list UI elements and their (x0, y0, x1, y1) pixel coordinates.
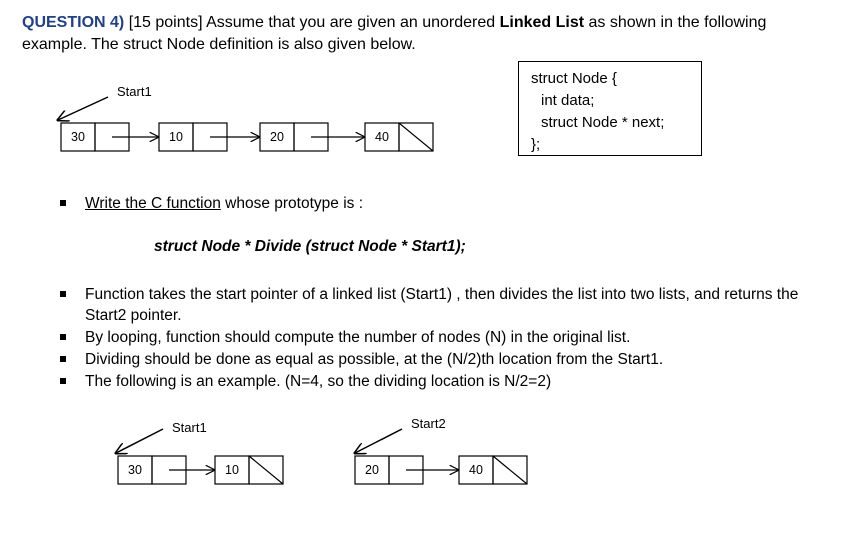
node-value: 10 (225, 463, 239, 477)
start2-pointer-arrow (355, 428, 403, 453)
question-points-text: [15 points] Assume that you are given an… (128, 14, 496, 31)
start1-pointer-arrow (58, 96, 109, 120)
node-value: 30 (128, 463, 142, 477)
struct-line-1: struct Node { (531, 70, 617, 87)
write-function-rest: whose prototype is : (220, 195, 364, 212)
struct-line-4: }; (531, 136, 541, 153)
bullet-marker (60, 334, 66, 340)
node-value: 40 (469, 463, 483, 477)
bottom-start2-label: Start2 (411, 416, 446, 431)
bottom-left-diagram: Start1 30 10 (116, 420, 284, 485)
node-value: 20 (270, 130, 284, 144)
top-diagram: Start1 30 10 20 40 (58, 84, 434, 152)
node-value: 20 (365, 463, 379, 477)
null-slash (492, 455, 528, 485)
null-slash (248, 455, 284, 485)
bullet-marker (60, 356, 66, 362)
question-header: QUESTION 4) [15 points] Assume that you … (22, 12, 822, 56)
struct-line-3: struct Node * next; (541, 114, 665, 131)
bullet-text: Dividing should be done as equal as poss… (85, 351, 664, 368)
node-null-cell (492, 455, 528, 485)
write-function-underlined: Write the C function (85, 195, 221, 212)
node-null-cell (398, 122, 434, 152)
struct-definition-box: struct Node { int data; struct Node * ne… (518, 61, 702, 156)
bullet-text: By looping, function should compute the … (85, 329, 631, 346)
function-prototype: struct Node * Divide (struct Node * Star… (154, 238, 466, 255)
bottom-start1-label: Start1 (172, 420, 207, 435)
null-slash (398, 122, 434, 152)
bullet-marker (60, 291, 66, 297)
linked-list-term: Linked List (499, 14, 585, 31)
node-value: 10 (169, 130, 183, 144)
start1-pointer-arrow (116, 428, 164, 453)
struct-line-2: int data; (541, 92, 595, 109)
node-null-cell (248, 455, 284, 485)
bullet-marker (60, 378, 66, 384)
bottom-right-diagram: Start2 20 40 (355, 416, 528, 485)
bullet-text: The following is an example. (N=4, so th… (85, 373, 552, 390)
bullet-text: Function takes the start pointer of a li… (85, 286, 799, 324)
question-text-rest: as shown in the following (588, 14, 767, 31)
node-value: 30 (71, 130, 85, 144)
question-label: QUESTION 4) (22, 14, 125, 31)
question-text-line2: example. The struct Node definition is a… (22, 36, 416, 53)
node-value: 40 (375, 130, 389, 144)
bullet-marker (60, 200, 66, 206)
top-start1-label: Start1 (117, 84, 152, 99)
